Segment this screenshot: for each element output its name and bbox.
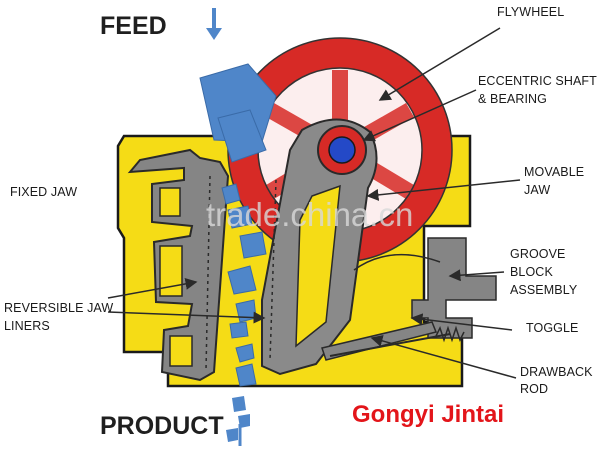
- movable-jaw-cutout: [295, 184, 341, 348]
- tension-spring: [435, 325, 465, 343]
- groove-block-assembly: [411, 237, 497, 339]
- brand-caption: Gongyi Jintai: [352, 401, 504, 428]
- eccentric-shaft: [317, 125, 367, 175]
- toggle-label: TOGGLE: [526, 321, 578, 335]
- reversible-liners-label-line1: REVERSIBLE JAW: [4, 301, 113, 315]
- feed-arrow-icon: [206, 8, 222, 40]
- drawback-rod: [329, 333, 451, 357]
- groove-block-label-line1: GROOVE: [510, 247, 565, 261]
- movable-jaw-label-line2: JAW: [524, 183, 550, 197]
- drawback-rod-label-line1: DRAWBACK: [520, 365, 593, 379]
- reversible-liners-label-line2: LINERS: [4, 319, 50, 333]
- jaw-liner-teeth: [205, 175, 277, 371]
- groove-block-label-line3: ASSEMBLY: [510, 283, 578, 297]
- eccentric-shaft-label-line2: & BEARING: [478, 92, 547, 106]
- flywheel-label: FLYWHEEL: [497, 5, 564, 19]
- feed-rocks: [199, 63, 277, 387]
- watermark: trade.china.cn: [206, 196, 413, 233]
- groove-block-label-line2: BLOCK: [510, 265, 553, 279]
- fixed-jaw-label: FIXED JAW: [10, 185, 77, 199]
- product-label: PRODUCT: [100, 412, 224, 440]
- feed-label: FEED: [100, 12, 167, 40]
- fixed-jaw-slots: [159, 187, 193, 367]
- leader-lines: [107, 27, 521, 379]
- eccentric-shaft-label-line1: ECCENTRIC SHAFT: [478, 74, 597, 88]
- movable-jaw-label-line1: MOVABLE: [524, 165, 584, 179]
- product-rocks-icon: [226, 396, 250, 446]
- drawback-rod-label-line2: ROD: [520, 382, 548, 396]
